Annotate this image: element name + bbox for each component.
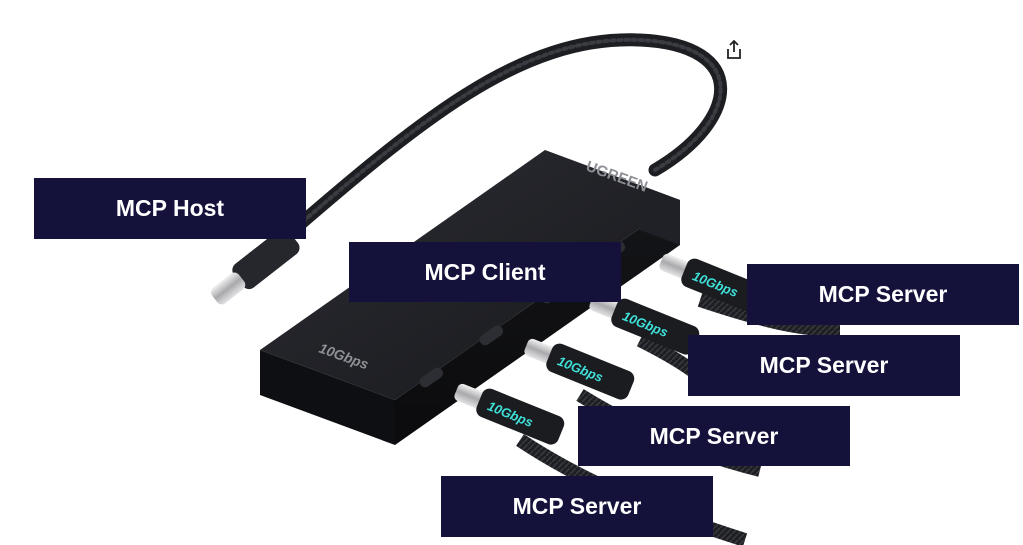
server-plug-4: 10Gbps [454, 383, 565, 445]
mcp-client-label: MCP Client [349, 242, 621, 302]
mcp-server-label-3: MCP Server [578, 406, 850, 466]
share-icon[interactable] [723, 39, 745, 61]
hub-front-face [260, 350, 395, 445]
hub-port [419, 367, 444, 388]
server-plug-3: 10Gbps [524, 338, 635, 400]
mcp-server-label-2: MCP Server [688, 335, 960, 396]
host-plug [210, 228, 300, 305]
mcp-host-label: MCP Host [34, 178, 306, 239]
mcp-server-label-4: MCP Server [441, 476, 713, 537]
mcp-server-label-1: MCP Server [747, 264, 1019, 325]
hub-port [479, 325, 504, 346]
